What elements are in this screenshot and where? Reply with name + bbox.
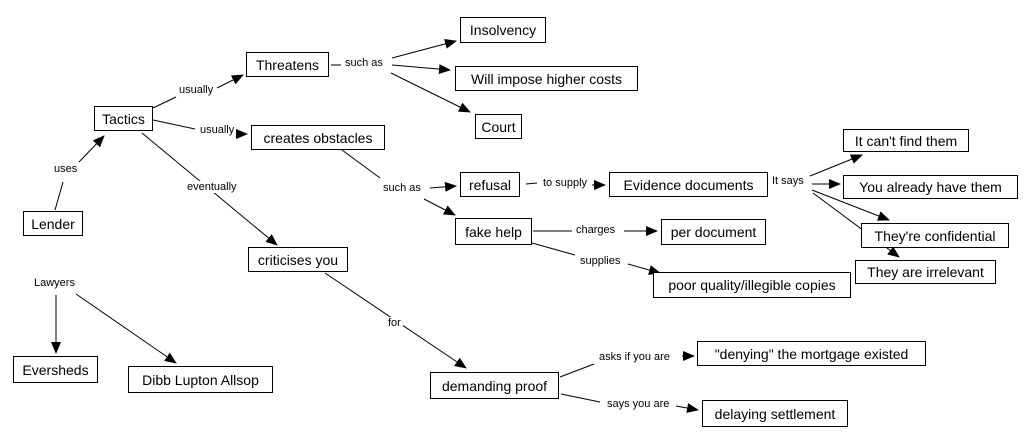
node-already-have-them: You already have them [843, 175, 1018, 199]
node-creates-obstacles: creates obstacles [251, 125, 385, 150]
connector-creates-to-suchas2 [341, 149, 381, 179]
node-poor-quality: poor quality/illegible copies [653, 272, 851, 298]
edge-label-it-says: It says [770, 175, 806, 187]
node-fake-help: fake help [455, 218, 532, 245]
edge-label-such-as-1: such as [343, 57, 385, 69]
node-dibb-lupton-allsop: Dibb Lupton Allsop [128, 366, 273, 393]
connector-suchas2-to-fakehelp [423, 198, 456, 216]
edge-label-usually-1: usually [177, 84, 216, 96]
connector-suchas2-to-refusal [429, 181, 457, 192]
edge-label-charges: charges [574, 224, 618, 236]
node-confidential: They're confidential [861, 223, 1009, 248]
node-demanding-proof: demanding proof [430, 372, 559, 399]
connector-tactics-to-usually1 [152, 96, 177, 109]
node-evidence-documents: Evidence documents [609, 172, 768, 197]
connector-demanding-to-says [560, 393, 601, 403]
edge-label-uses: uses [52, 163, 80, 175]
node-refusal: refusal [460, 172, 520, 197]
connector-fakehelp-to-supplies [531, 242, 576, 256]
connector-says-to-delaying [675, 403, 699, 413]
connector-refusal-dash [525, 182, 538, 185]
edge-label-for: for [386, 317, 403, 329]
connector-suchas1-to-insolvency [391, 38, 457, 59]
node-delaying-settlement: delaying settlement [702, 400, 848, 427]
connector-lawyers-to-dibb [75, 293, 177, 364]
connector-uses-to-tactics [78, 135, 105, 163]
node-criticises-you: criticises you [248, 247, 348, 272]
connector-itsays-to-confidential [811, 189, 890, 221]
edge-label-lawyers: Lawyers [32, 277, 77, 289]
node-cant-find-them: It can't find them [843, 129, 969, 152]
connector-itsays-to-cantfind [809, 154, 863, 177]
edge-label-supplies: supplies [578, 255, 623, 267]
edge-label-asks-if-you-are: asks if you are [597, 351, 672, 363]
edge-label-usually-2: usually [198, 124, 237, 136]
connector-demanding-to-asks [559, 363, 595, 378]
node-lender: Lender [23, 211, 83, 236]
node-threatens: Threatens [246, 52, 329, 77]
node-irrelevant: They are irrelevant [855, 260, 996, 284]
connector-usually1-to-threatens [216, 74, 244, 89]
connector-suchas1-to-willimpose [391, 64, 451, 75]
node-will-impose: Will impose higher costs [455, 66, 638, 91]
edge-label-eventually: eventually [185, 181, 239, 193]
connector-lender-to-uses [54, 181, 64, 211]
edge-label-such-as-2: such as [381, 182, 423, 194]
node-court: Court [475, 114, 522, 139]
node-eversheds: Eversheds [13, 356, 98, 383]
connector-supplies-to-poorquality [627, 263, 661, 275]
node-tactics: Tactics [94, 106, 153, 131]
connector-suchas1-to-court [390, 72, 471, 113]
node-insolvency: Insolvency [460, 17, 546, 43]
edge-label-says-you-are: says you are [605, 398, 672, 410]
node-per-document: per document [661, 219, 766, 245]
edge-label-to-supply: to supply [541, 177, 590, 189]
connector-tactics-to-usually2 [152, 119, 196, 130]
node-denying-mortgage: "denying" the mortgage existed [697, 341, 926, 366]
